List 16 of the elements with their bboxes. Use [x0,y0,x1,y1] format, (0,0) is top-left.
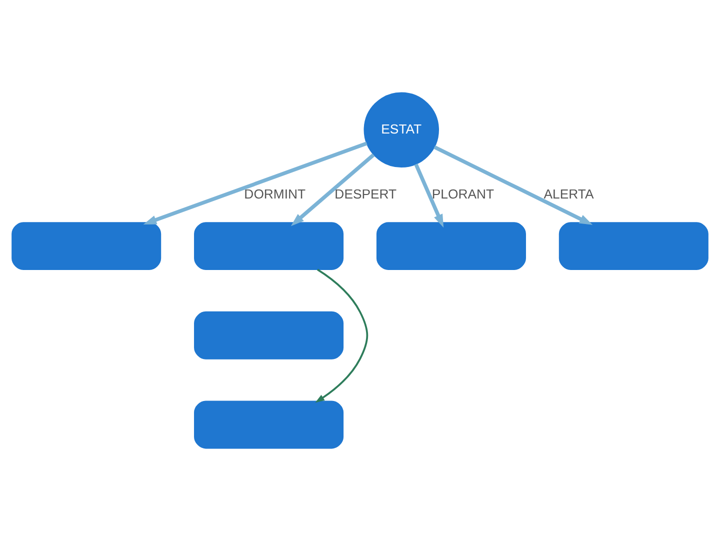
node-circle: ESTAT [364,92,439,168]
node-box [194,400,344,448]
node-box [12,222,162,270]
arrow [315,268,368,402]
edge-label: ALERTA [544,186,594,201]
arrow [143,141,368,224]
arrow [414,162,444,228]
edge-label: DESPERT [334,186,397,201]
node-box [194,222,344,270]
edge-label: DORMINT [244,186,306,201]
node-box [558,222,708,270]
node-box [376,222,526,270]
arrow [434,144,593,224]
edge-label: PLORANT [432,186,494,201]
arrow [290,152,375,226]
node-box [194,310,344,359]
